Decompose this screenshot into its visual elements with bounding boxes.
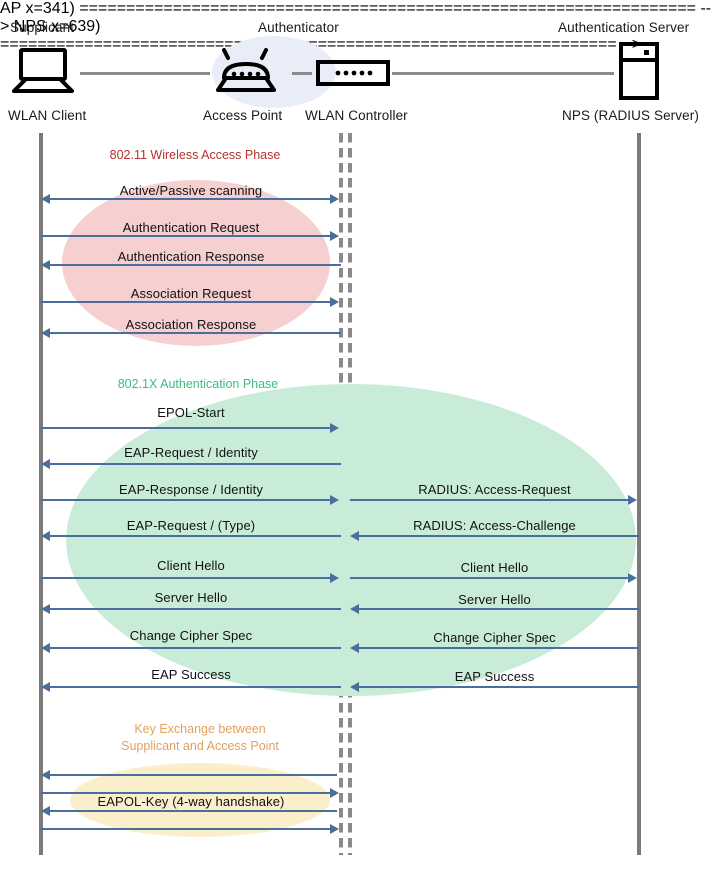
server-rack-icon [618,42,660,105]
network-switch-icon [316,58,390,93]
actor-device-wlan-controller: WLAN Controller [305,108,408,123]
message-line-keyexchange-0 [45,774,337,776]
message-line-keyexchange-1 [41,792,337,794]
message-label-right-2: Client Hello [460,560,529,575]
message-label-right-0: RADIUS: Access-Request [418,482,571,497]
arrowhead-left-12-start [41,682,50,692]
arrowhead-left-10-start [41,604,50,614]
arrowhead-left-7-end [330,495,339,505]
message-label-left-10: Server Hello [154,590,228,605]
message-line-right-1 [356,535,639,537]
message-line-right-5 [356,686,639,688]
message-label-left-5: EPOL-Start [157,405,225,420]
arrowhead-keyexchange-3-end [330,824,339,834]
laptop-icon [12,48,74,99]
message-line-left-0 [45,198,337,200]
arrowhead-left-5-end [330,423,339,433]
message-line-keyexchange-2 [45,810,337,812]
message-line-right-4 [356,647,639,649]
message-line-left-1 [41,235,337,237]
arrowhead-left-9-end [330,573,339,583]
arrowhead-right-2-end [628,573,637,583]
arrowhead-left-0-end [330,194,339,204]
message-line-right-0 [350,499,631,501]
actor-device-nps-radius-server: NPS (RADIUS Server) [562,108,699,123]
arrowhead-left-6-start [41,459,50,469]
message-label-left-9: Client Hello [157,558,225,573]
arrowhead-left-3-end [330,297,339,307]
arrowhead-right-3-start [350,604,359,614]
message-line-left-11 [45,647,341,649]
message-label-left-4: Association Response [125,317,257,332]
message-line-keyexchange-3 [41,828,337,830]
message-label-left-3: Association Request [130,286,252,301]
arrowhead-left-4-start [41,328,50,338]
message-label-right-4: Change Cipher Spec [433,630,556,645]
message-label-left-12: EAP Success [151,667,231,682]
arrowhead-right-4-start [350,643,359,653]
message-label-left-6: EAP-Request / Identity [124,445,258,460]
phase-caption-wireless-access: 802.11 Wireless Access Phase [109,148,281,162]
lifeline-supplicant [39,133,43,855]
message-line-left-10 [45,608,341,610]
actor-device-access-point: Access Point [203,108,283,123]
message-line-left-6 [45,463,341,465]
arrowhead-right-0-end [628,495,637,505]
actor-role-supplicant: Supplicant [10,20,75,35]
arrowhead-left-1-end [330,231,339,241]
wire-ap-to-controller [292,72,312,75]
message-line-right-3 [356,608,639,610]
message-label-left-0: Active/Passive scanning [119,183,263,198]
message-line-left-7 [41,499,337,501]
arrowhead-right-1-start [350,531,359,541]
message-line-left-8 [45,535,341,537]
message-label-left-7: EAP-Response / Identity [119,482,263,497]
message-label-right-5: EAP Success [454,669,535,684]
wireless-router-icon [214,48,278,99]
phase-blob-wireless-access [62,180,330,346]
message-line-left-12 [45,686,341,688]
arrowhead-left-8-start [41,531,50,541]
arrowhead-keyexchange-0-start [41,770,50,780]
arrowhead-left-0-start [41,194,50,204]
message-line-left-9 [41,577,337,579]
authenticator-group-ellipse [212,36,336,108]
message-line-left-5 [41,427,337,429]
message-line-right-2 [350,577,631,579]
phase-caption-key-exchange: Key Exchange between Supplicant and Acce… [121,722,279,753]
actor-device-wlan-client: WLAN Client [8,108,87,123]
message-label-left-8: EAP-Request / (Type) [126,518,256,533]
arrowhead-left-2-start [41,260,50,270]
wire-client-to-ap [80,72,210,75]
message-line-left-3 [41,301,337,303]
message-label-left-11: Change Cipher Spec [129,628,253,643]
actor-role-authentication-server: Authentication Server [558,20,690,35]
lifeline-authentication-server [637,133,641,855]
actor-role-authenticator: Authenticator [258,20,339,35]
message-label-keyexchange: EAPOL-Key (4-way handshake) [97,794,285,809]
message-label-left-1: Authentication Request [122,220,260,235]
message-label-left-2: Authentication Response [117,249,265,264]
message-line-left-2 [45,264,341,266]
phase-caption-8021x-authentication: 802.1X Authentication Phase [117,377,279,391]
arrowhead-right-5-start [350,682,359,692]
wire-controller-to-nps [392,72,614,75]
message-label-right-3: Server Hello [458,592,531,607]
arrowhead-keyexchange-1-end [330,788,339,798]
arrowhead-keyexchange-2-start [41,806,50,816]
message-line-left-4 [45,332,341,334]
arrowhead-left-11-start [41,643,50,653]
message-label-right-1: RADIUS: Access-Challenge [413,518,576,533]
